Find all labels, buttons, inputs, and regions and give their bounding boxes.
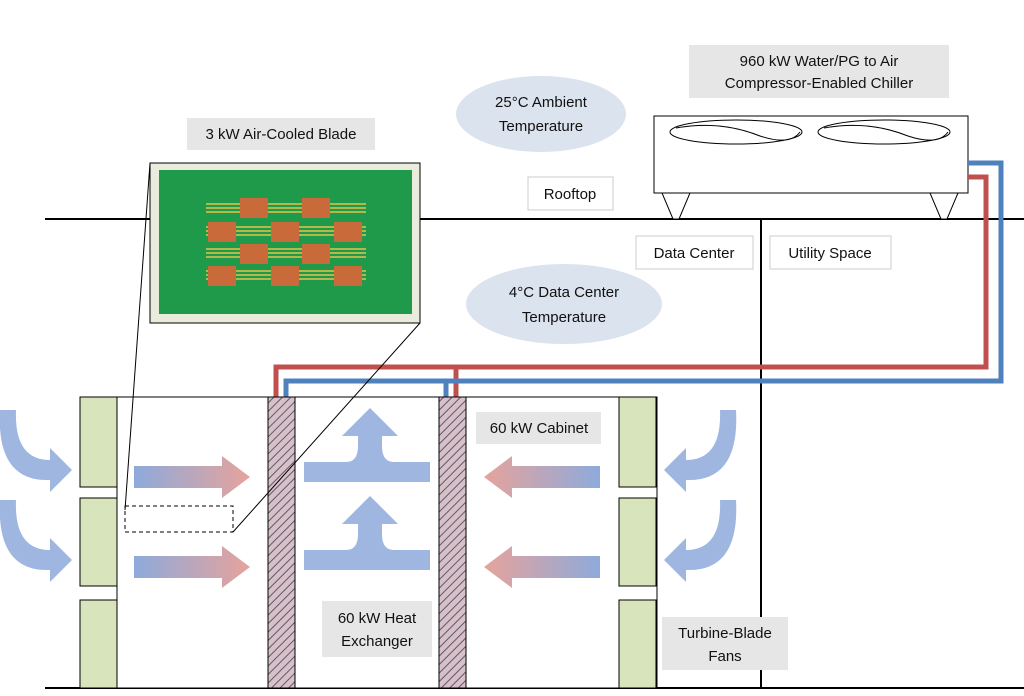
fan-icon	[669, 119, 803, 145]
dc-temp-line2: Temperature	[522, 309, 606, 326]
data-center-label-box	[635, 235, 754, 270]
dc-temp-ellipse	[466, 264, 662, 344]
heat-exchanger-left	[267, 396, 296, 689]
pipe-icon	[273, 160, 1004, 398]
chiller-label-line1: 960 kW Water/PG to Air	[740, 53, 899, 70]
dc-temp-line1: 4°C Data Center	[509, 284, 619, 301]
fans-label-line2: Fans	[708, 648, 741, 665]
hx-label-bg	[322, 601, 432, 657]
utility-space-label: Utility Space	[788, 245, 871, 262]
cabinet-label-bg	[476, 412, 601, 444]
fans-label-bg	[662, 617, 788, 670]
chiller-label-line2: Compressor-Enabled Chiller	[725, 75, 913, 92]
ambient-temp-line2: Temperature	[499, 118, 583, 135]
data-center-label: Data Center	[654, 245, 735, 262]
fan-icon	[817, 119, 951, 145]
airflow-arrows-left	[484, 456, 600, 588]
fan-panels-left	[79, 396, 118, 689]
chip-array	[208, 198, 362, 286]
rooftop-label-box	[527, 176, 614, 211]
hx-label-line1: 60 kW Heat	[338, 610, 417, 627]
cabinet-label: 60 kW Cabinet	[490, 420, 589, 437]
blade-highlight-box	[124, 505, 234, 533]
fans-label-line1: Turbine-Blade	[678, 625, 772, 642]
fan-panels-right	[618, 396, 657, 689]
ambient-temp-ellipse	[456, 76, 626, 152]
inflow-arrows-right	[664, 410, 737, 582]
merge-arrows	[304, 408, 430, 570]
ambient-temp-line1: 25°C Ambient	[495, 94, 588, 111]
chiller-unit	[653, 115, 969, 220]
blade-pcb	[149, 162, 421, 324]
hx-label-line2: Exchanger	[341, 633, 413, 650]
inflow-arrows-left	[0, 410, 72, 582]
airflow-arrows-right	[134, 456, 250, 588]
chiller-label-bg	[689, 45, 949, 98]
callout-line	[124, 162, 151, 511]
blade-label-bg	[187, 118, 375, 150]
rooftop-label: Rooftop	[544, 186, 597, 203]
blade-label: 3 kW Air-Cooled Blade	[206, 126, 357, 143]
heat-exchanger-right	[438, 396, 467, 689]
callout-line	[232, 322, 421, 533]
utility-space-label-box	[769, 235, 892, 270]
